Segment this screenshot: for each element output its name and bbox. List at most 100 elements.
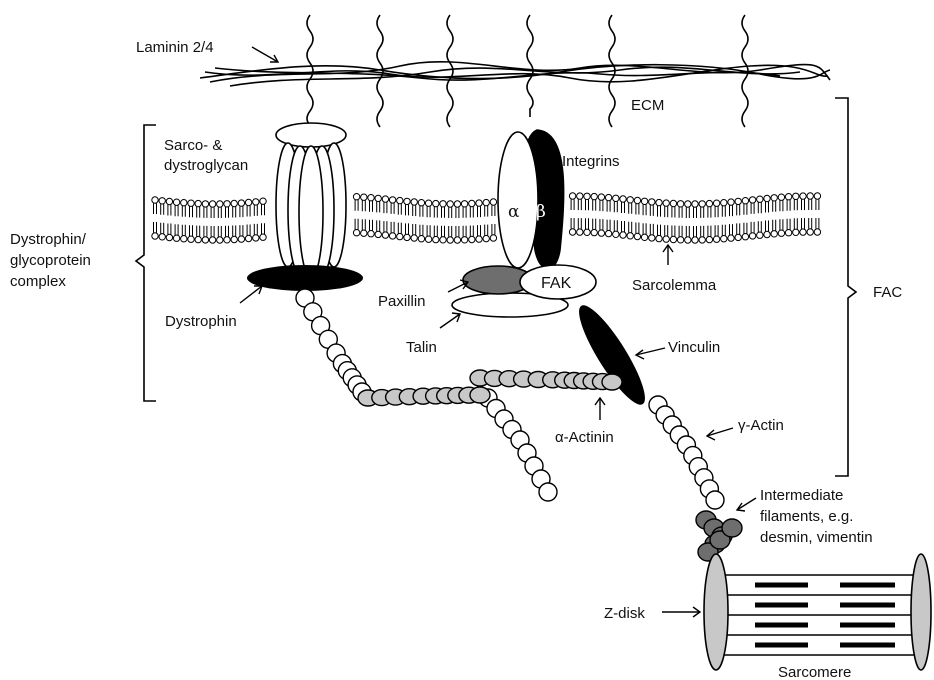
lipid-head — [649, 235, 655, 241]
lipid-head — [663, 200, 669, 206]
lipid-tail — [730, 205, 733, 216]
lipid-head — [217, 237, 223, 243]
lipid-tail — [218, 207, 221, 218]
actin-bead — [539, 483, 557, 501]
lipid-head — [173, 199, 179, 205]
lipid-tail — [586, 218, 589, 229]
z-disk-right — [911, 554, 931, 670]
lipid-tail — [204, 226, 207, 237]
lipid-tail — [377, 220, 380, 231]
lipid-head — [800, 229, 806, 235]
lipid-tail — [766, 221, 769, 232]
lipid-tail — [622, 202, 625, 213]
lipid-tail — [218, 226, 221, 237]
lipid-tail — [715, 225, 718, 236]
lipid-head — [757, 196, 763, 202]
lipid-head — [245, 235, 251, 241]
lipid-head — [771, 195, 777, 201]
lipid-tail — [391, 222, 394, 233]
lipid-tail — [658, 206, 661, 217]
sarco-dystroglycan-label-line2: dystroglycan — [164, 157, 248, 174]
lipid-tail — [384, 221, 387, 232]
lipid-head — [728, 199, 734, 205]
z-disk-label: Z-disk — [604, 605, 645, 622]
lipid-head — [584, 229, 590, 235]
lipid-head — [195, 200, 201, 206]
lipid-tail — [679, 207, 682, 218]
intermediate-filament-beads — [696, 511, 742, 561]
lipid-tail — [377, 202, 380, 213]
lipid-head — [404, 198, 410, 204]
lipid-head — [476, 200, 482, 206]
lipid-tail — [722, 225, 725, 236]
lipid-tail — [636, 204, 639, 215]
lipid-head — [613, 195, 619, 201]
lipid-tail — [470, 226, 473, 237]
dgc-label-line3: complex — [10, 273, 66, 290]
lipid-tail — [780, 219, 783, 230]
lipid-tail — [708, 207, 711, 218]
lipid-head — [188, 200, 194, 206]
lipid-tail — [816, 218, 819, 229]
lipid-tail — [809, 199, 812, 210]
lipid-tail — [751, 203, 754, 214]
lipid-tail — [751, 222, 754, 233]
lipid-head — [152, 197, 158, 203]
lipid-tail — [233, 226, 236, 237]
lipid-head — [411, 235, 417, 241]
lipid-tail — [600, 219, 603, 230]
lipid-tail — [665, 206, 668, 217]
talin-label: Talin — [406, 339, 437, 356]
intermediate-filaments-label-line1: Intermediate — [760, 487, 843, 504]
lipid-head — [181, 236, 187, 242]
lipid-head — [389, 197, 395, 203]
lipid-head — [238, 236, 244, 242]
lipid-tail — [370, 201, 373, 212]
lipid-head — [800, 193, 806, 199]
lipid-tail — [398, 204, 401, 215]
lipid-head — [447, 201, 453, 207]
laminin-label: Laminin 2/4 — [136, 39, 214, 56]
lipid-head — [699, 201, 705, 207]
lipid-head — [807, 229, 813, 235]
lipid-tail — [629, 203, 632, 214]
lipid-tail — [211, 207, 214, 218]
lipid-tail — [370, 220, 373, 231]
lipid-tail — [478, 225, 481, 236]
lipid-tail — [456, 207, 459, 218]
lipid-tail — [744, 204, 747, 215]
lipid-head — [490, 199, 496, 205]
lipid-head — [721, 200, 727, 206]
lipid-tail — [694, 207, 697, 218]
lipid-head — [231, 200, 237, 206]
lipid-head — [209, 201, 215, 207]
intermediate-filaments-label-line3: desmin, vimentin — [760, 529, 873, 546]
lipid-tail — [787, 219, 790, 230]
dgc-bracket — [136, 125, 156, 401]
lipid-head — [677, 201, 683, 207]
lipid-head — [260, 234, 266, 240]
lipid-tail — [226, 226, 229, 237]
lipid-head — [368, 195, 374, 201]
lipid-head — [785, 194, 791, 200]
lipid-tail — [449, 226, 452, 237]
lipid-tail — [470, 207, 473, 218]
lipid-tail — [636, 223, 639, 234]
alpha-actinin-bead — [470, 387, 490, 403]
lipid-head — [598, 194, 604, 200]
lipid-tail — [442, 226, 445, 237]
lipid-head — [195, 236, 201, 242]
lipid-tail — [593, 200, 596, 211]
lipid-tail — [427, 225, 430, 236]
lipid-tail — [794, 200, 797, 211]
lipid-tail — [398, 223, 401, 234]
lipid-head — [757, 232, 763, 238]
lipid-tail — [773, 201, 776, 212]
lipid-tail — [254, 205, 257, 216]
lipid-head — [253, 235, 259, 241]
lipid-head — [699, 237, 705, 243]
lipid-head — [382, 196, 388, 202]
lipid-head — [353, 230, 359, 236]
lipid-tail — [190, 206, 193, 217]
lipid-tail — [434, 207, 437, 218]
